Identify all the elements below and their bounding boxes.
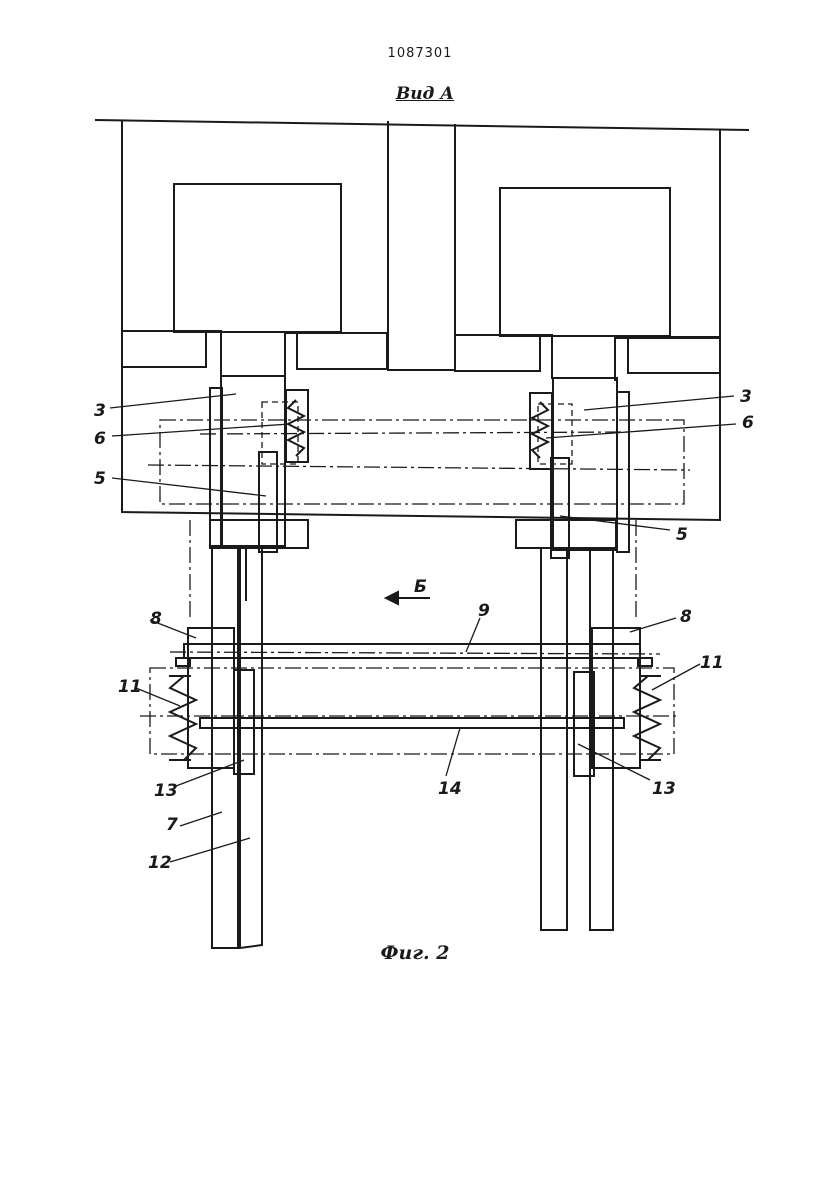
callout-7: 7 <box>166 815 178 835</box>
left-center-block <box>296 332 388 370</box>
right-spring-11 <box>631 675 663 761</box>
leader-9 <box>465 617 481 653</box>
callout-9: 9 <box>478 601 490 621</box>
shaft-14 <box>199 717 625 729</box>
short-dashed-lines <box>261 401 573 465</box>
callout-r5: 5 <box>676 525 688 545</box>
leader-l3 <box>109 393 237 409</box>
callout-l3: 3 <box>94 401 106 421</box>
leader-r5 <box>559 515 671 531</box>
leader-r8 <box>629 617 677 633</box>
right-ledge-block <box>627 336 721 374</box>
left-rail-7 <box>211 547 239 949</box>
callout-r13: 13 <box>652 779 676 799</box>
left-slider-guide <box>209 387 223 547</box>
leader-l5 <box>111 477 267 497</box>
hidden-body-outline <box>159 419 685 505</box>
leader-14 <box>445 727 461 777</box>
right-block-13 <box>573 671 595 777</box>
right-center-block <box>454 334 541 372</box>
shaft-9 <box>183 643 641 659</box>
spring-centerline <box>199 431 631 435</box>
lower-hidden-outline <box>149 667 675 755</box>
shaft-9-right-nut <box>637 657 653 667</box>
leader-l11 <box>135 687 181 707</box>
callout-l5: 5 <box>94 469 106 489</box>
leader-l6 <box>111 423 291 437</box>
right-frame-inner <box>454 124 553 379</box>
direction-label: Б <box>414 577 427 597</box>
callout-l11: 11 <box>118 677 142 697</box>
hidden-lines <box>140 419 691 755</box>
figure-caption: Фиг. 2 <box>380 942 450 964</box>
view-label: Вид А <box>395 84 455 104</box>
left-frame-inner <box>284 121 389 377</box>
right-rail-outer <box>589 547 614 931</box>
springs <box>167 399 663 761</box>
document-number: 1087301 <box>387 46 453 61</box>
left-block-13 <box>233 669 255 775</box>
right-dashed-pocket <box>537 403 573 465</box>
right-carriage-8 <box>591 627 641 769</box>
right-rail-inner <box>540 547 568 931</box>
callout-l13: 13 <box>154 781 178 801</box>
left-spring-bracket <box>169 675 191 761</box>
leader-12 <box>169 837 251 863</box>
shaft-9-left-nut <box>175 657 191 667</box>
left-ledge-step <box>121 330 222 381</box>
callout-14: 14 <box>438 779 462 799</box>
left-spring-11 <box>167 675 199 761</box>
leader-r6 <box>545 423 737 439</box>
housing-outline <box>121 120 721 522</box>
right-spring-6 <box>529 401 551 459</box>
left-dashed-pocket <box>261 401 299 465</box>
right-slider-base <box>515 519 617 549</box>
left-ledge-block <box>121 330 207 368</box>
callout-r6: 6 <box>742 413 754 433</box>
leader-r3 <box>583 395 735 411</box>
leader-7 <box>179 811 223 827</box>
right-slider-guide <box>616 391 630 553</box>
callout-r8: 8 <box>680 607 692 627</box>
callout-l8: 8 <box>150 609 162 629</box>
callout-r3: 3 <box>740 387 752 407</box>
arrow-head <box>383 590 399 606</box>
left-window <box>173 183 342 333</box>
upper-centerline <box>147 464 691 471</box>
right-spring-bracket <box>639 675 661 761</box>
left-rail-12 <box>239 547 263 950</box>
right-rod-5 <box>550 457 570 559</box>
left-rod-5 <box>258 451 278 553</box>
right-window <box>499 187 671 337</box>
top-baseline <box>94 118 750 132</box>
center-bridge <box>387 332 456 371</box>
leader-l13 <box>175 759 245 787</box>
leader-lines <box>109 393 737 863</box>
leader-r11 <box>651 663 701 691</box>
carriage-guides <box>189 520 637 620</box>
callout-r11: 11 <box>700 653 724 673</box>
leader-l8 <box>149 619 197 639</box>
left-spring-housing <box>285 389 309 463</box>
shaft-centerline <box>169 651 661 655</box>
callout-12: 12 <box>148 853 172 873</box>
left-spring-6 <box>285 399 307 457</box>
leader-r13 <box>577 743 651 781</box>
direction-arrow <box>383 590 430 606</box>
callout-l6: 6 <box>94 429 106 449</box>
